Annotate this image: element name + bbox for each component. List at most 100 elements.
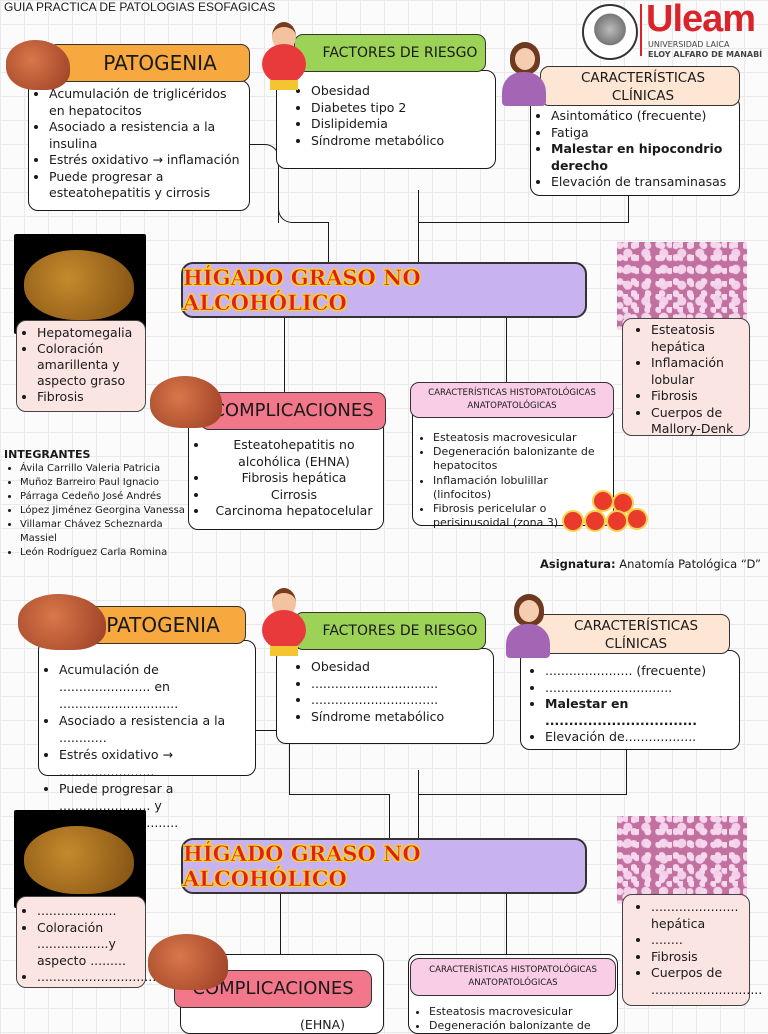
micro-blank-item: Fibrosis	[651, 949, 747, 966]
micro-item: Esteatosis hepática	[651, 322, 747, 355]
clinicas-blank-header: CARACTERÍSTICAS CLÍNICAS	[532, 614, 730, 654]
patogenia-blank-item: Asociado a resistencia a la ............	[59, 712, 249, 746]
clinicas-blank-card: ...................... (frecuente) .....…	[520, 650, 740, 750]
micro-card: Esteatosis hepática Inflamación lobular …	[622, 318, 750, 436]
clinicas-blank-item: Malestar en ............................…	[545, 696, 735, 729]
integrante-name: Ávila Carrillo Valeria Patricia	[20, 462, 190, 476]
micro-blank-item: Cuerpos de ............................	[651, 965, 762, 998]
clinicas-blank-item: Elevación de..................	[545, 729, 735, 746]
integrante-name: López Jiménez Georgina Vanessa	[20, 504, 190, 518]
obese-person-icon	[258, 588, 310, 658]
clinicas-card: Asintomático (frecuente) Fatiga Malestar…	[530, 96, 740, 196]
complicaciones-header: COMPLICACIONES	[200, 392, 386, 430]
asignatura-label: Asignatura:	[540, 557, 616, 571]
histo-blank-item: Degeneración balonizante de	[429, 1019, 613, 1033]
micro-blank-card: ...................... hepática ........…	[622, 894, 762, 1006]
integrante-name: Villamar Chávez Scheznarda Massiel	[20, 518, 190, 546]
factores-item: Síndrome metabólico	[311, 133, 489, 150]
patogenia-blank-card: Acumulación de ....................... e…	[38, 640, 256, 830]
macro-blank-item: Coloración ..................y aspecto .…	[37, 920, 143, 970]
liver-icon	[6, 40, 70, 90]
histo-item: Esteatosis macrovesicular	[433, 431, 609, 445]
integrante-name: León Rodríguez Carla Romina	[20, 546, 190, 560]
university-logo: Uleam UNIVERSIDAD LAICA ELOY ALFARO DE M…	[582, 0, 768, 60]
macro-item: Fibrosis	[37, 389, 143, 405]
histo-item: Inflamación lobulillar (linfocitos)	[433, 474, 609, 502]
clinicas-item: Asintomático (frecuente)	[551, 108, 735, 125]
factores-blank-header: FACTORES DE RIESGO	[294, 612, 486, 650]
integrantes-title: INTEGRANTES	[4, 448, 91, 461]
complicaciones-blank-item: (EHNA)	[300, 1017, 345, 1032]
factores-item: Diabetes tipo 2	[311, 100, 489, 117]
clinicas-item: Fatiga	[551, 125, 735, 142]
complicaciones-item: Cirrosis	[209, 487, 379, 504]
patogenia-card: Acumulación de triglicéridos en hepatoci…	[28, 80, 250, 211]
histo-item: Fibrosis pericelular o perisinusoidal (z…	[433, 502, 609, 530]
clinicas-item: Malestar en hipocondrio derecho	[551, 141, 735, 174]
clinicas-blank-item: ...................... (frecuente)	[545, 663, 735, 680]
histo-item: Degeneración balonizante de hepatocitos	[433, 445, 609, 473]
woman-icon	[504, 594, 554, 660]
micro-blank-item: ........	[651, 932, 747, 949]
page-title: GUIA PRACTICA DE PATOLOGIAS ESOFAGICAS	[4, 0, 276, 14]
factores-header: FACTORES DE RIESGO	[294, 34, 486, 72]
complicaciones-item: Esteatohepatitis no alcohólica (EHNA)	[209, 437, 379, 470]
clinicas-header: CARACTERÍSTICAS CLÍNICAS	[540, 66, 740, 106]
factores-blank-item: Obesidad	[311, 659, 487, 676]
clinicas-item: Elevación de transaminasas	[551, 174, 735, 191]
patogenia-item: Acumulación de triglicéridos en hepatoci…	[49, 86, 243, 119]
integrante-name: Muñoz Barreiro Paul Ignacio	[20, 476, 190, 490]
obese-person-icon	[258, 22, 310, 92]
histo-blank-header: CARACTERÍSTICAS HISTOPATOLÓGICAS ANATOPA…	[410, 958, 616, 996]
patogenia-item: Puede progresar a esteatohepatitis y cir…	[49, 169, 243, 202]
micro-item: Fibrosis	[651, 388, 747, 405]
liver-photo	[14, 234, 146, 334]
factores-blank-card: Obesidad ...............................…	[276, 648, 494, 744]
liver-icon	[148, 934, 228, 990]
micro-blank-item: ...................... hepática	[651, 899, 747, 932]
main-title-blank: HÍGADO GRASO NO ALCOHÓLICO	[181, 838, 587, 894]
macro-blank-item: ....................	[37, 903, 143, 920]
histo-header: CARACTERÍSTICAS HISTOPATOLÓGICAS ANATOPA…	[410, 382, 614, 418]
logo-line2: ELOY ALFARO DE MANABÍ	[648, 50, 763, 59]
liver-icon	[18, 594, 106, 650]
histology-photo	[617, 816, 747, 904]
factores-blank-item: ................................	[311, 676, 487, 693]
logo-brand: Uleam	[646, 0, 756, 40]
factores-blank-item: ................................	[311, 692, 487, 709]
macro-card: Hepatomegalia Coloración amarillenta y a…	[16, 320, 146, 412]
complicaciones-item: Carcinoma hepatocelular	[209, 503, 379, 520]
factores-item: Dislipidemia	[311, 116, 489, 133]
main-title: HÍGADO GRASO NO ALCOHÓLICO	[181, 262, 587, 318]
logo-line1: UNIVERSIDAD LAICA	[648, 40, 730, 49]
integrante-name: Párraga Cedeño José Andrés	[20, 490, 190, 504]
complicaciones-card: Esteatohepatitis no alcohólica (EHNA) Fi…	[188, 418, 384, 530]
woman-icon	[500, 42, 550, 108]
patogenia-blank-item: Estrés oxidativo → .....................…	[59, 746, 249, 780]
factores-card: Obesidad Diabetes tipo 2 Dislipidemia Sí…	[276, 70, 496, 169]
seal-icon	[582, 4, 638, 60]
macro-blank-item: ....................................	[37, 969, 180, 986]
patogenia-item: Estrés oxidativo → inflamación	[49, 152, 243, 169]
factores-blank-item: Síndrome metabólico	[311, 709, 487, 726]
patogenia-header: PATOGENIA	[48, 44, 250, 82]
asignatura: Asignatura: Anatomía Patológica “D”	[540, 557, 761, 571]
histo-card: Esteatosis macrovesicular Degeneración b…	[412, 406, 614, 529]
macro-item: Coloración amarillenta y aspecto graso	[37, 341, 143, 389]
macro-item: Hepatomegalia	[37, 325, 143, 341]
liver-photo	[14, 810, 146, 908]
patogenia-blank-item: Acumulación de ....................... e…	[59, 661, 249, 712]
asignatura-value: Anatomía Patológica “D”	[619, 557, 761, 571]
micro-item: Cuerpos de Mallory-Denk	[651, 405, 747, 438]
liver-icon	[150, 376, 222, 428]
clinicas-blank-item: ................................	[545, 680, 735, 697]
complicaciones-item: Fibrosis hepática	[209, 470, 379, 487]
histo-blank-item: Esteatosis macrovesicular	[429, 1005, 613, 1019]
cells-icon	[562, 490, 648, 532]
integrantes-list: Ávila Carrillo Valeria Patricia Muñoz Ba…	[4, 462, 190, 560]
micro-item: Inflamación lobular	[651, 355, 747, 388]
macro-blank-card: .................... Coloración ........…	[16, 896, 180, 988]
patogenia-item: Asociado a resistencia a la insulina	[49, 119, 243, 152]
factores-item: Obesidad	[311, 83, 489, 100]
histology-photo	[617, 242, 747, 330]
